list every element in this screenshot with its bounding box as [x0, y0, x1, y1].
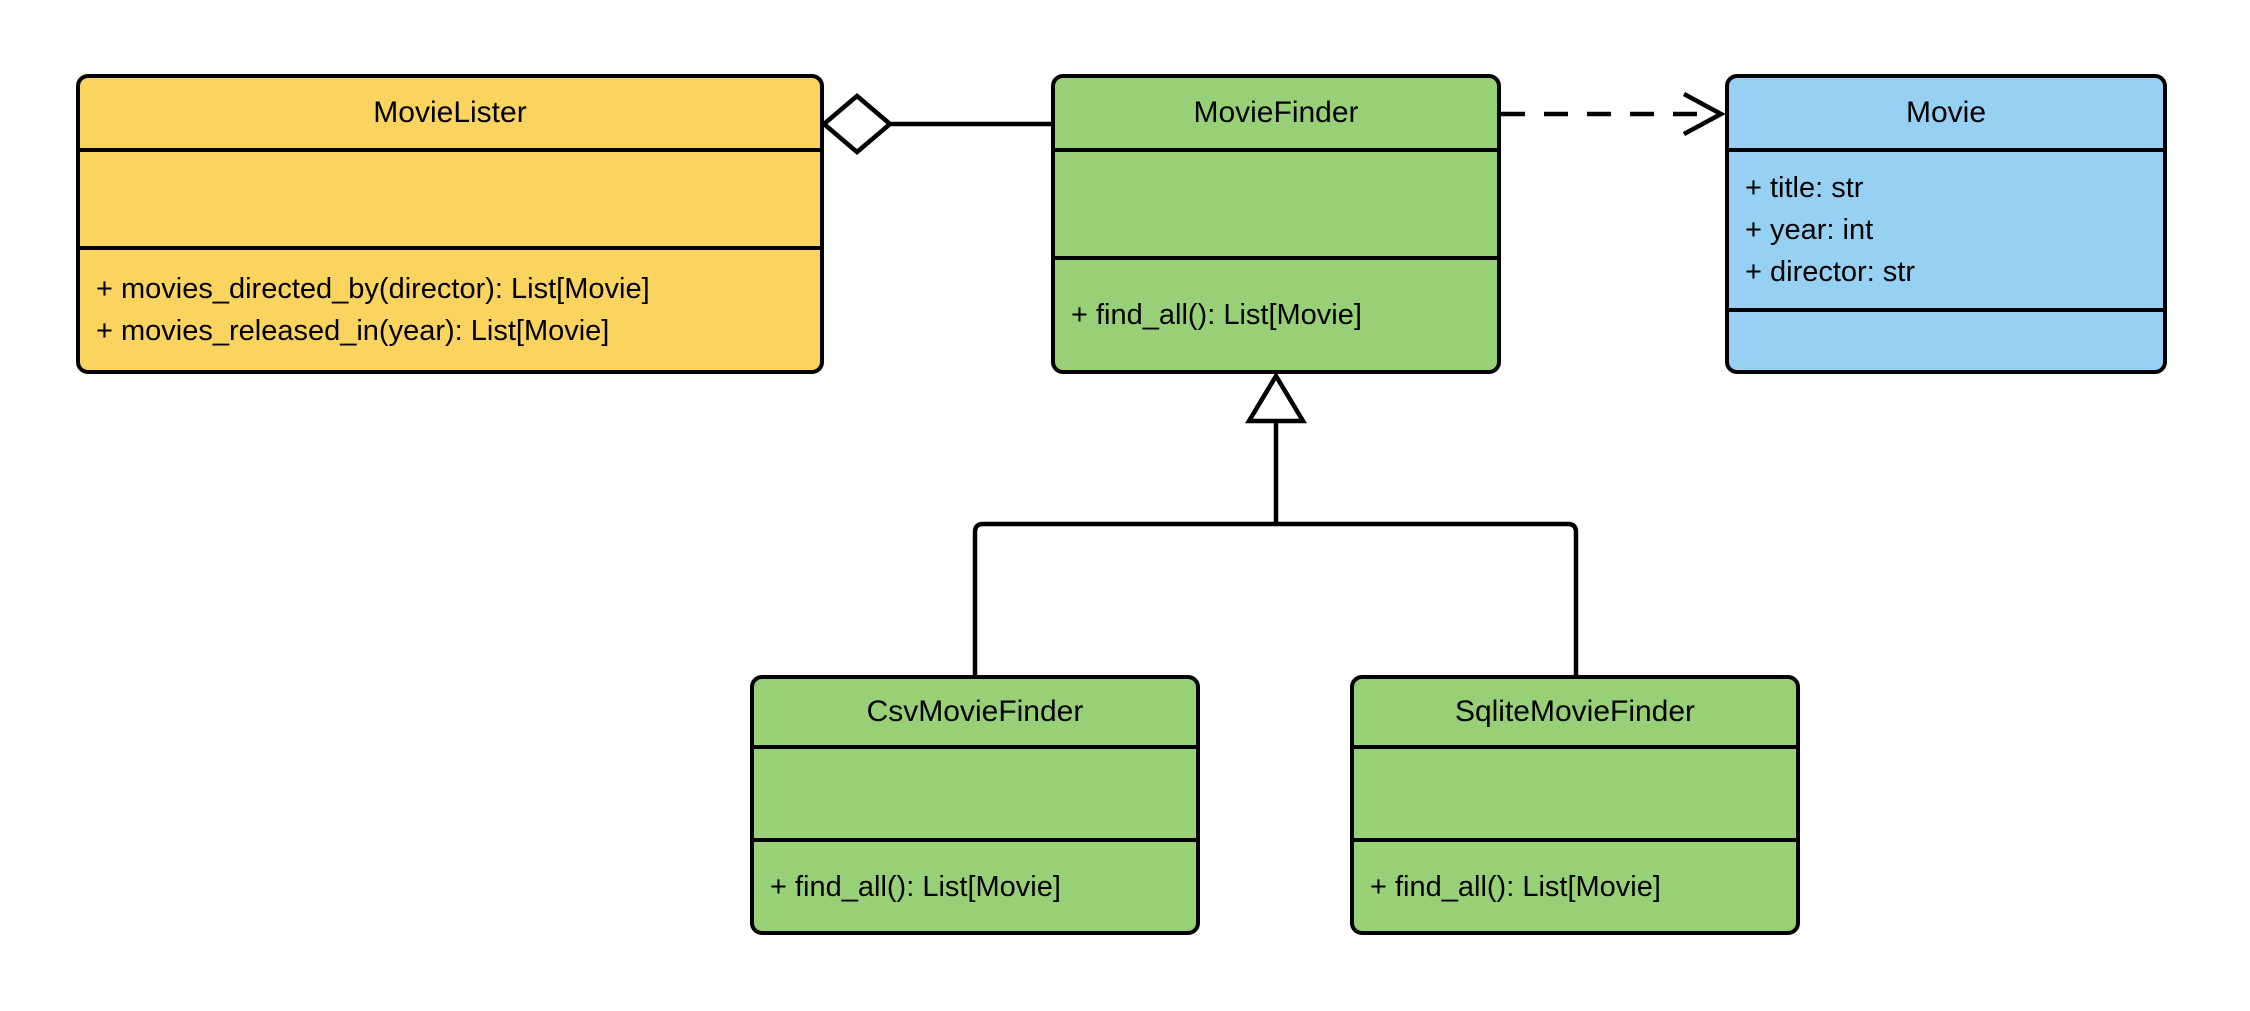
class-movie-title: Movie	[1729, 78, 2163, 148]
class-csvmoviefinder-title: CsvMovieFinder	[754, 679, 1196, 745]
class-movie-methods	[1729, 308, 2163, 370]
class-name: MovieFinder	[1193, 96, 1359, 129]
class-name: MovieLister	[373, 96, 527, 129]
class-movie: Movie + title: str + year: int + directo…	[1725, 74, 2167, 374]
class-csvmoviefinder-methods: + find_all(): List[Movie]	[754, 838, 1196, 931]
class-csvmoviefinder-attributes	[754, 745, 1196, 838]
class-sqlitemoviefinder-title: SqliteMovieFinder	[1354, 679, 1796, 745]
class-movielister-title: MovieLister	[80, 78, 820, 148]
method-label: + movies_directed_by(director): List[Mov…	[96, 273, 650, 305]
dependency-arrowhead-icon	[1682, 92, 1726, 136]
class-movielister-attributes	[80, 148, 820, 246]
class-sqlitemoviefinder-attributes	[1354, 745, 1796, 838]
class-name: Movie	[1905, 96, 1987, 129]
class-sqlitemoviefinder: SqliteMovieFinder + find_all(): List[Mov…	[1350, 675, 1800, 935]
class-csvmoviefinder: CsvMovieFinder + find_all(): List[Movie]	[750, 675, 1200, 935]
class-moviefinder-methods: + find_all(): List[Movie]	[1055, 256, 1497, 370]
class-name: SqliteMovieFinder	[1454, 695, 1696, 728]
aggregation-diamond-icon	[820, 93, 894, 155]
class-movielister: MovieLister + movies_directed_by(directo…	[76, 74, 824, 374]
inheritance-triangle-icon	[1245, 371, 1307, 424]
method-label: + movies_released_in(year): List[Movie]	[96, 315, 610, 347]
class-movie-attributes: + title: str + year: int + director: str	[1729, 148, 2163, 308]
class-movielister-methods: + movies_directed_by(director): List[Mov…	[80, 246, 820, 370]
method-label: + find_all(): List[Movie]	[1071, 299, 1362, 331]
method-label: + find_all(): List[Movie]	[1370, 870, 1661, 903]
class-name: CsvMovieFinder	[866, 695, 1084, 728]
inheritance-connector	[972, 521, 1579, 676]
method-label: + find_all(): List[Movie]	[770, 870, 1061, 903]
attribute-label: + year: int	[1745, 214, 1874, 246]
class-sqlitemoviefinder-methods: + find_all(): List[Movie]	[1354, 838, 1796, 931]
class-moviefinder-attributes	[1055, 148, 1497, 256]
class-moviefinder-title: MovieFinder	[1055, 78, 1497, 148]
attribute-label: + title: str	[1745, 172, 1864, 204]
class-moviefinder: MovieFinder + find_all(): List[Movie]	[1051, 74, 1501, 374]
attribute-label: + director: str	[1745, 256, 1916, 288]
